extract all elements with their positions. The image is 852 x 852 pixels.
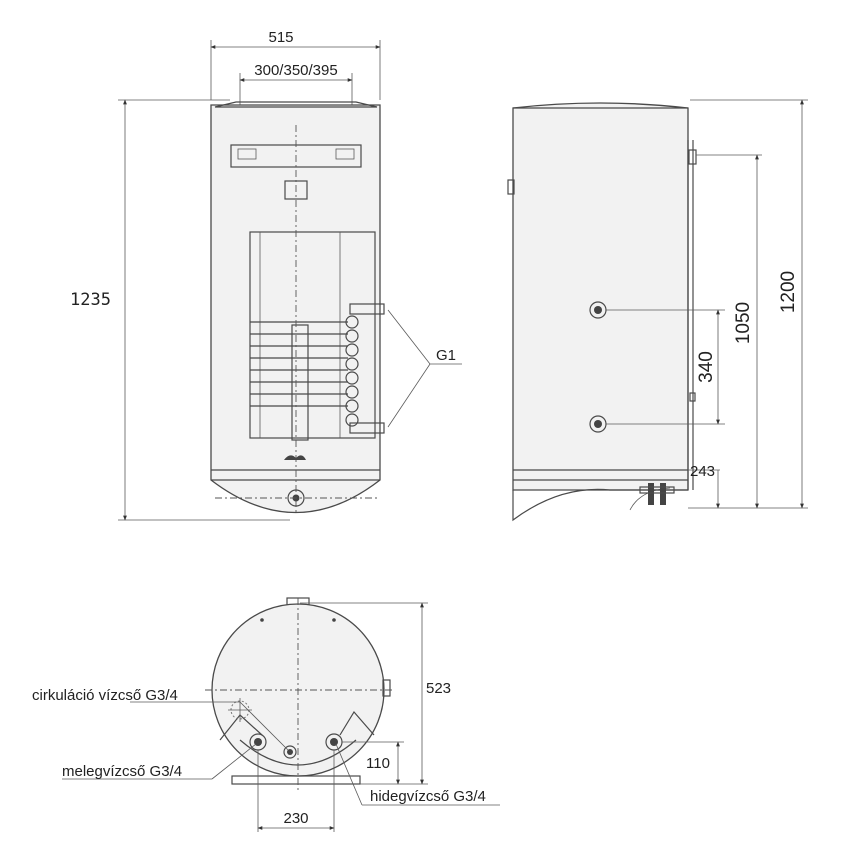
front-view: 515 300/350/395 1235 <box>70 29 462 521</box>
dim-height-1050: 1050 <box>733 302 754 344</box>
dim-height-1200: 1200 <box>778 271 799 313</box>
dim-flange-spacing: 300/350/395 <box>254 62 337 79</box>
dim-height-110: 110 <box>366 755 390 772</box>
dim-height-1235: 1235 <box>70 290 111 310</box>
brand-logo-icon <box>284 455 306 460</box>
dim-height-340: 340 <box>696 351 717 383</box>
bottom-view: cirkuláció vízcső G3/4 melegvízcső G3/4 … <box>32 597 500 832</box>
dim-diameter-523: 523 <box>426 680 451 697</box>
label-hot-water-pipe: melegvízcső G3/4 <box>62 763 182 780</box>
dim-width-515: 515 <box>268 29 293 46</box>
label-circulation-pipe: cirkuláció vízcső G3/4 <box>32 687 178 704</box>
side-view: 243 340 1050 1200 <box>507 99 808 522</box>
dim-spacing-230: 230 <box>283 810 308 827</box>
label-coil-g1: G1 <box>436 347 456 364</box>
label-cold-water-pipe: hidegvízcső G3/4 <box>370 788 486 805</box>
coil-rungs <box>250 315 359 427</box>
dim-height-243: 243 <box>690 463 715 480</box>
